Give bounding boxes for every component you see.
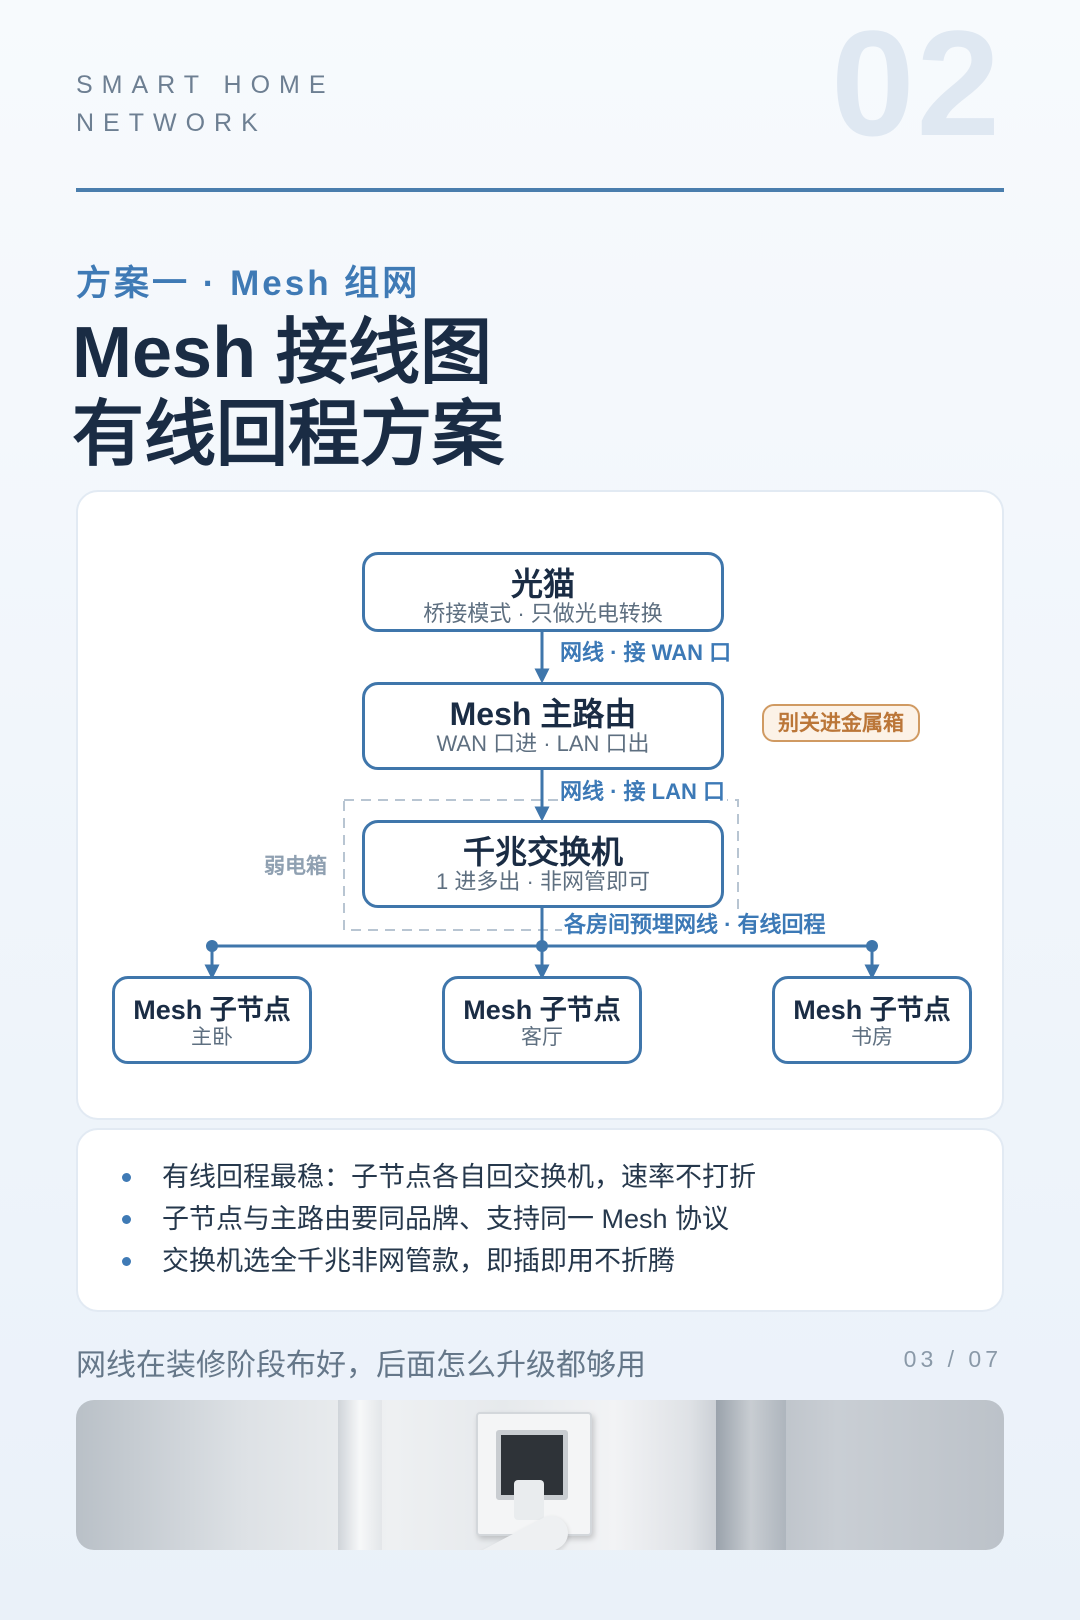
page-indicator: 03 / 07 (903, 1346, 1002, 1372)
sub-node-room: 主卧 (191, 1026, 233, 1049)
section-number: 02 (831, 0, 1002, 167)
brand-line-1: SMART HOME (76, 71, 335, 99)
sub-node-title: Mesh 子节点 (793, 995, 951, 1025)
cable-plug (514, 1480, 544, 1520)
brand-label: SMART HOME NETWORK (76, 66, 335, 142)
brand-line-2: NETWORK (76, 109, 267, 137)
footer-note: 网线在装修阶段布好，后面怎么升级都够用 (76, 1349, 646, 1382)
tip-item: 交换机选全千兆非网管款，即插即用不折腾 (122, 1240, 756, 1282)
tip-item: 有线回程最稳：子节点各自回交换机，速率不打折 (122, 1156, 756, 1198)
router-title: Mesh 主路由 (449, 696, 637, 732)
edge-label-lan: 网线 · 接 LAN 口 (558, 779, 727, 805)
page-title-line-1: Mesh 接线图 (72, 313, 493, 393)
sub-node-title: Mesh 子节点 (133, 995, 291, 1025)
sub-node-living-room: Mesh 子节点 客厅 (442, 976, 642, 1064)
modem-title: 光猫 (510, 566, 575, 602)
modem-node: 光猫 桥接模式 · 只做光电转换 (362, 552, 724, 632)
router-node: Mesh 主路由 WAN 口进 · LAN 口出 (362, 682, 724, 770)
header-divider (76, 188, 1004, 192)
tips-list: 有线回程最稳：子节点各自回交换机，速率不打折 子节点与主路由要同品牌、支持同一 … (122, 1156, 756, 1282)
switch-subtitle: 1 进多出 · 非网管即可 (436, 869, 650, 894)
tip-item: 子节点与主路由要同品牌、支持同一 Mesh 协议 (122, 1198, 756, 1240)
warning-tag: 别关进金属箱 (762, 704, 920, 742)
edge-label-backhaul: 各房间预埋网线 · 有线回程 (562, 912, 828, 938)
modem-subtitle: 桥接模式 · 只做光电转换 (423, 601, 663, 626)
diagram-card: 光猫 桥接模式 · 只做光电转换 Mesh 主路由 WAN 口进 · LAN 口… (76, 490, 1004, 1120)
router-subtitle: WAN 口进 · LAN 口出 (436, 731, 650, 756)
section-kicker: 方案一 · Mesh 组网 (76, 264, 421, 303)
page-title: Mesh 接线图 有线回程方案 (72, 312, 504, 476)
sub-node-study: Mesh 子节点 书房 (772, 976, 972, 1064)
weak-current-box-label: 弱电箱 (264, 855, 327, 878)
sub-node-title: Mesh 子节点 (463, 995, 621, 1025)
connector-layer (204, 630, 880, 980)
door-frame-trim (338, 1400, 382, 1550)
wall-edge-shadow (716, 1400, 786, 1550)
ethernet-wall-socket-photo (76, 1400, 1004, 1550)
switch-title: 千兆交换机 (462, 834, 623, 870)
edge-label-wan: 网线 · 接 WAN 口 (558, 640, 734, 666)
sub-node-room: 客厅 (521, 1026, 563, 1049)
page-title-line-2: 有线回程方案 (72, 395, 505, 475)
sub-node-bedroom: Mesh 子节点 主卧 (112, 976, 312, 1064)
sub-node-room: 书房 (851, 1026, 893, 1049)
switch-node: 千兆交换机 1 进多出 · 非网管即可 (362, 820, 724, 908)
tips-card: 有线回程最稳：子节点各自回交换机，速率不打折 子节点与主路由要同品牌、支持同一 … (76, 1128, 1004, 1312)
